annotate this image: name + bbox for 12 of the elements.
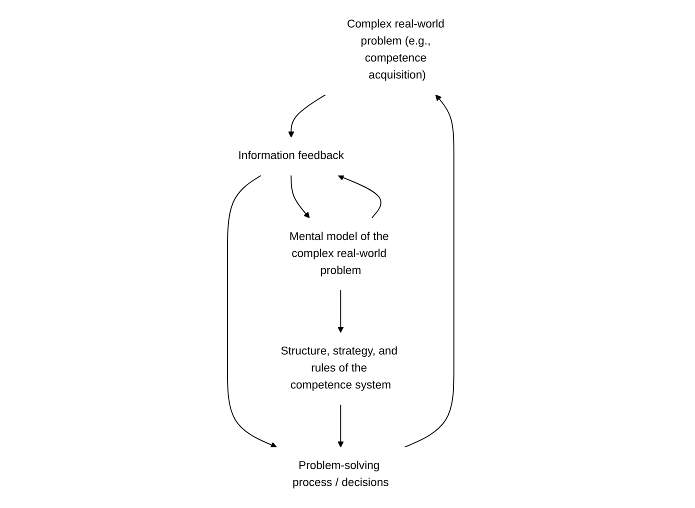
node-text: Problem-solving process / decisions [292,460,388,489]
arrow [226,175,277,448]
arrow [337,290,344,333]
arrow [337,404,344,448]
arrow [290,175,310,218]
arrow [288,94,326,138]
node-text: Complex real-world problem (e.g., competence acquisition) [346,18,444,82]
node-text: Mental model of the complex real-world problem [289,230,388,277]
arrow [404,94,454,448]
arrow [337,174,381,218]
node-text: Information feedback [238,150,344,162]
node-text: Structure, strategy, and rules of the competence system [280,345,398,392]
